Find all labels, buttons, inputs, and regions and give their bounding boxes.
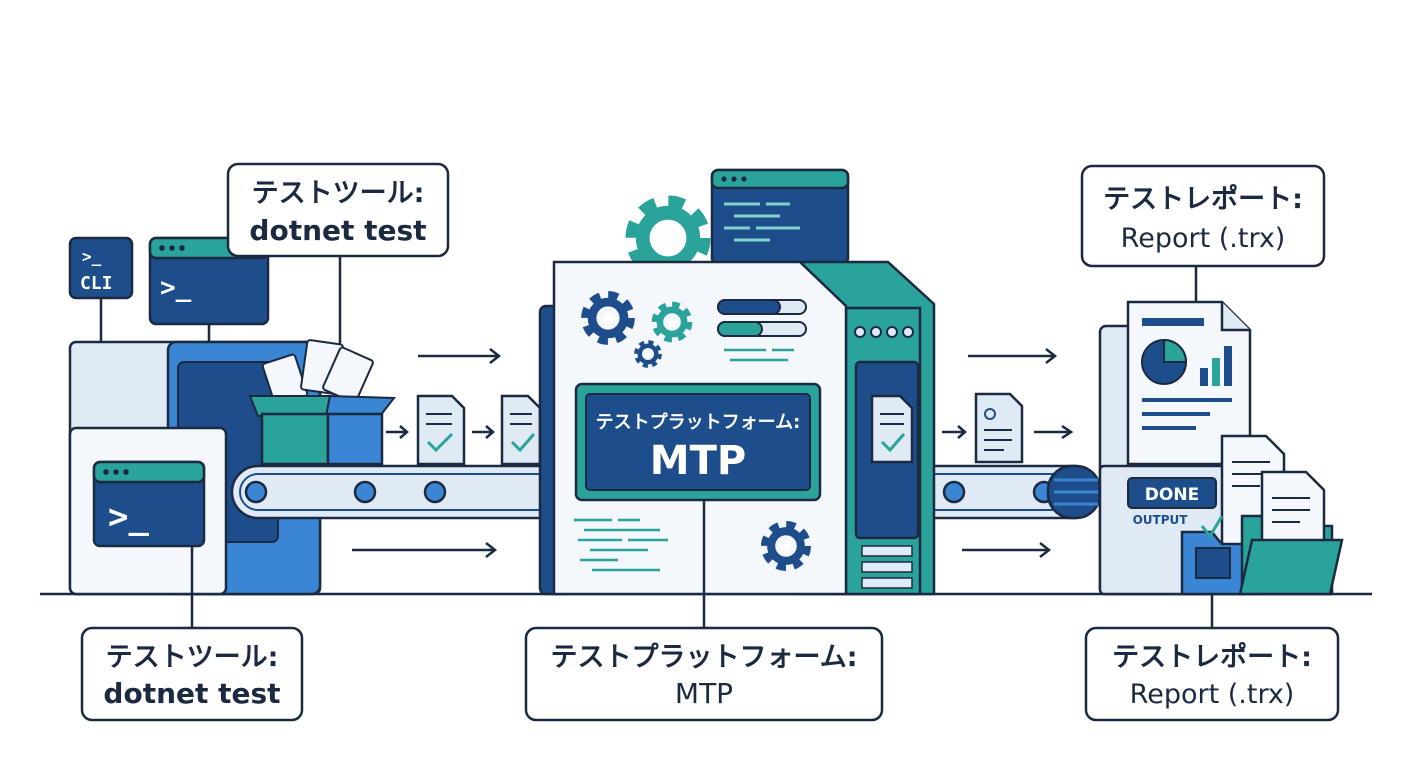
gear-icon-3 <box>638 344 659 365</box>
test-doc-icon-1 <box>416 394 466 466</box>
output-doc-icon-2 <box>1260 470 1326 554</box>
output-text: OUTPUT <box>1133 513 1189 527</box>
platform-label-bottom: テストプラットフォーム: MTP <box>524 626 884 722</box>
gear-icon-2 <box>657 307 688 338</box>
report-document-icon <box>1126 300 1252 466</box>
gear-icon-large <box>636 206 700 270</box>
test-box-icon <box>248 339 396 466</box>
tool-label-bottom: テストツール: dotnet test <box>80 626 304 722</box>
flow-arrows <box>352 348 1074 558</box>
paper-stack-icon <box>261 339 374 407</box>
terminal-window-bottom: >_ <box>92 460 206 548</box>
tool-section: >_ CLI >_ >_ テストツール: dotnet test <box>68 162 450 722</box>
gear-icon-4 <box>767 527 805 565</box>
machine-screen-line2: MTP <box>650 438 746 484</box>
report-label-bottom: テストレポート: Report (.trx) <box>1084 626 1340 722</box>
report-label-top-line1: テストレポート: <box>1103 184 1303 215</box>
report-section: DONE OUTPUT テストレポート: Re <box>1080 164 1344 722</box>
gear-icon-1 <box>588 298 629 339</box>
machine-screen: テストプラットフォーム: MTP <box>574 382 822 502</box>
code-monitor-icon <box>710 168 850 266</box>
platform-machine: テストプラットフォーム: MTP <box>538 168 936 596</box>
cli-label-text: CLI <box>80 273 113 294</box>
cli-icon: >_ CLI <box>68 236 134 300</box>
platform-label-bottom-line1: テストプラットフォーム: <box>551 642 858 673</box>
cli-prompt-text: >_ <box>82 247 102 266</box>
tool-label-top-line1: テストツール: <box>252 178 425 209</box>
tool-label-bottom-line1: テストツール: <box>106 642 279 673</box>
tool-label-top: テストツール: dotnet test <box>226 162 450 258</box>
report-label-top: テストレポート: Report (.trx) <box>1080 164 1326 268</box>
report-label-bottom-line2: Report (.trx) <box>1130 679 1295 710</box>
tool-label-top-line2: dotnet test <box>249 214 426 247</box>
report-label-bottom-line1: テストレポート: <box>1112 642 1312 673</box>
report-doc-icon-small <box>974 392 1024 464</box>
report-label-top-line2: Report (.trx) <box>1121 223 1286 254</box>
terminal-prompt-top: >_ <box>160 273 192 303</box>
tool-label-bottom-line2: dotnet test <box>103 677 280 710</box>
progress-bars <box>717 299 807 337</box>
test-doc-icon-2 <box>500 394 542 466</box>
done-text: DONE <box>1145 485 1199 505</box>
terminal-prompt-bottom: >_ <box>108 497 149 537</box>
platform-label-bottom-line2: MTP <box>675 677 733 710</box>
done-badge: DONE <box>1127 477 1217 509</box>
test-doc-icon-3 <box>870 394 914 464</box>
machine-screen-line1: テストプラットフォーム: <box>596 411 801 433</box>
